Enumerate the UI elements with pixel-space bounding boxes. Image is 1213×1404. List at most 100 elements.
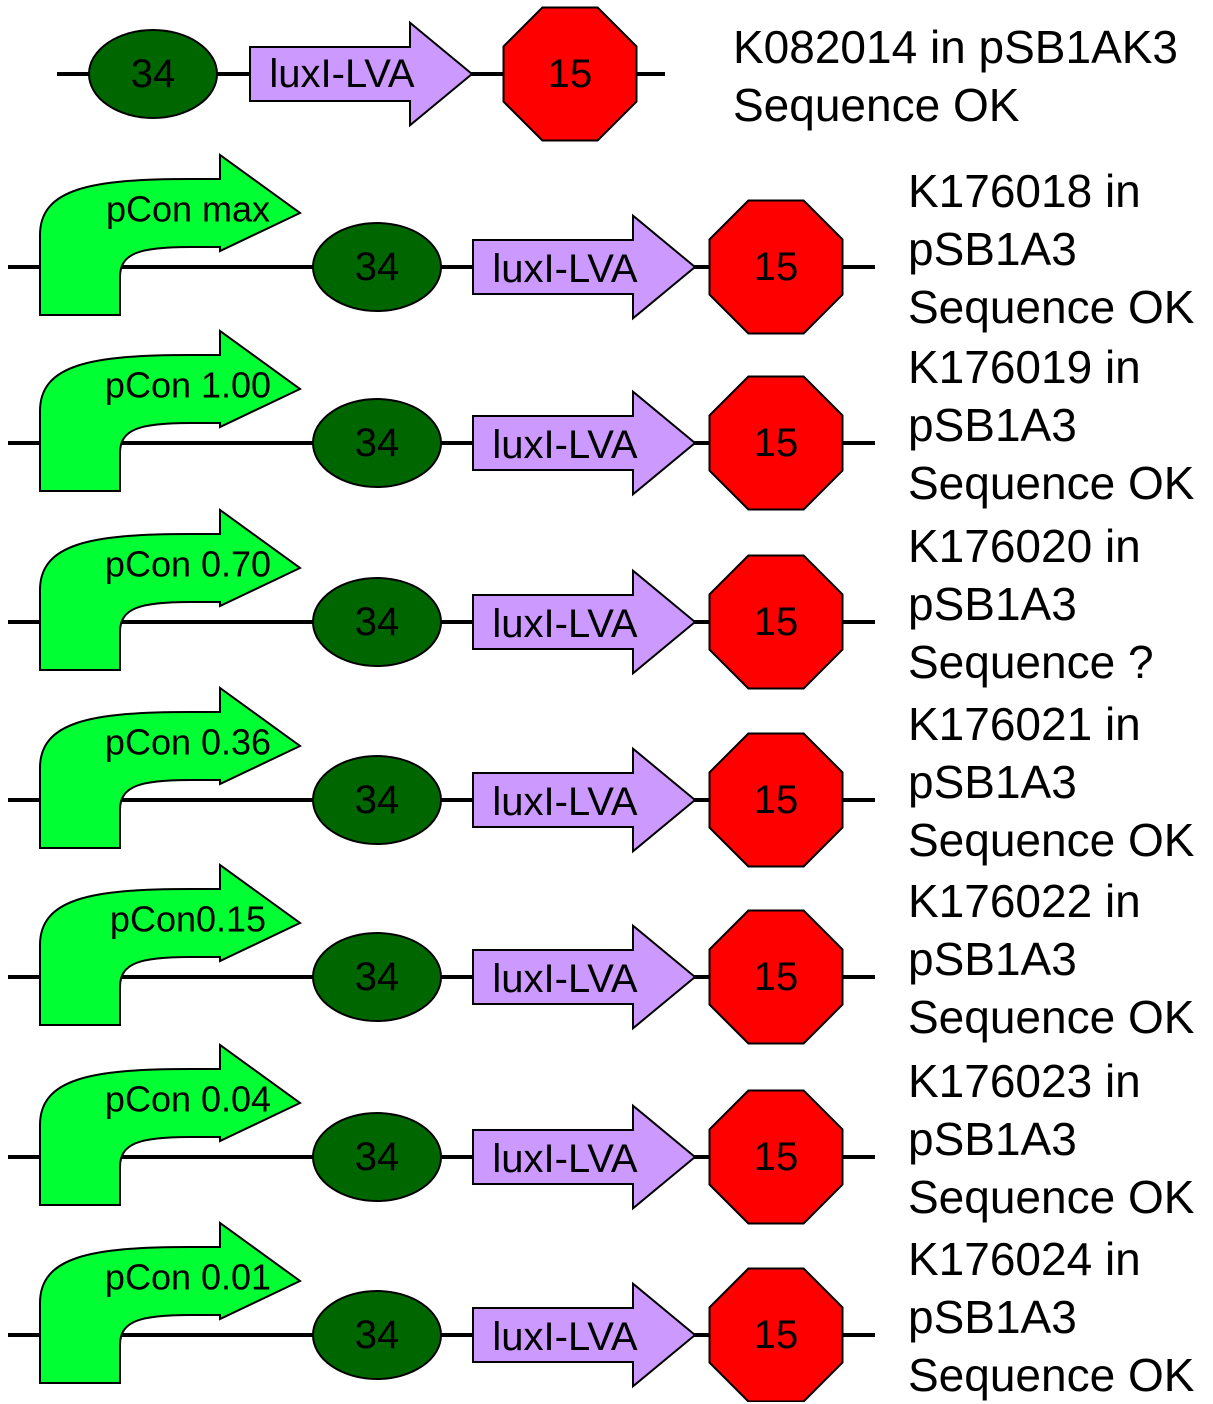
construct-label-line: K176024 in	[908, 1233, 1141, 1285]
construct-label-line: K176023 in	[908, 1055, 1141, 1107]
promoter-label: pCon 0.36	[105, 722, 271, 763]
gene-arrow	[472, 213, 697, 321]
gene-label: luxI-LVA	[492, 423, 638, 467]
gene-label: luxI-LVA	[492, 780, 638, 824]
top-construct-label-line: K082014 in pSB1AK3	[733, 21, 1179, 73]
rbs-label: 34	[355, 245, 400, 289]
promoter-label: pCon 1.00	[105, 365, 271, 406]
terminator-label: 15	[754, 600, 799, 644]
construct-label-line: pSB1A3	[908, 223, 1077, 275]
terminator-label: 15	[754, 955, 799, 999]
gene-label: luxI-LVA	[492, 1315, 638, 1359]
gene-arrow	[472, 389, 697, 497]
construct-label-line: K176022 in	[908, 875, 1141, 927]
terminator-label: 15	[754, 421, 799, 465]
construct-label-line: Sequence OK	[908, 814, 1195, 866]
rbs-symbol	[312, 1112, 442, 1202]
construct-label-line: Sequence ?	[908, 636, 1154, 688]
terminator-symbol	[708, 732, 844, 868]
promoter-arrow	[39, 686, 302, 849]
promoter-arrow	[39, 1221, 302, 1384]
promoter-label: pCon 0.70	[105, 544, 271, 585]
construct-row: pCon0.15 34 luxI-LVA 15	[8, 863, 875, 1045]
construct-label-line: pSB1A3	[908, 399, 1077, 451]
construct-label-line: K176021 in	[908, 698, 1141, 750]
gene-label: luxI-LVA	[492, 247, 638, 291]
gene-arrow	[472, 1103, 697, 1211]
construct-label-line: K176018 in	[908, 165, 1141, 217]
construct-row: pCon 1.00 34 luxI-LVA 15	[8, 329, 875, 511]
promoter-arrow	[39, 508, 302, 671]
rbs-symbol	[312, 1290, 442, 1380]
gene-label: luxI-LVA	[492, 957, 638, 1001]
rbs-label: 34	[355, 1313, 400, 1357]
rbs-label: 34	[355, 600, 400, 644]
terminator-label: 15	[754, 245, 799, 289]
gene-arrow	[472, 568, 697, 676]
gene-arrow	[249, 20, 474, 128]
gene-arrow	[472, 746, 697, 854]
construct-label-line: Sequence OK	[908, 991, 1195, 1043]
construct-label-line: K176019 in	[908, 341, 1141, 393]
construct-label-line: Sequence OK	[908, 1171, 1195, 1223]
promoter-label: pCon0.15	[110, 899, 266, 940]
terminator-label: 15	[548, 52, 593, 96]
terminator-label: 15	[754, 1313, 799, 1357]
terminator-symbol	[708, 1089, 844, 1225]
rbs-symbol	[312, 577, 442, 667]
gene-arrow	[472, 923, 697, 1031]
construct-label-line: Sequence OK	[908, 281, 1195, 333]
construct-label-line: Sequence OK	[908, 457, 1195, 509]
promoter-label: pCon max	[106, 189, 270, 230]
construct-row: pCon 0.01 34 luxI-LVA 15	[8, 1221, 875, 1402]
terminator-symbol	[502, 6, 638, 142]
rbs-label: 34	[355, 421, 400, 465]
promoter-arrow	[39, 1043, 302, 1206]
rbs-symbol	[312, 932, 442, 1022]
construct-label-line: pSB1A3	[908, 933, 1077, 985]
construct-label-line: pSB1A3	[908, 578, 1077, 630]
terminator-symbol	[708, 199, 844, 335]
gene-label: luxI-LVA	[492, 602, 638, 646]
gene-label: luxI-LVA	[492, 1137, 638, 1181]
gene-arrow	[472, 1281, 697, 1389]
promoter-label: pCon 0.04	[105, 1079, 271, 1120]
construct-label-line: K176020 in	[908, 520, 1141, 572]
construct-label-line: pSB1A3	[908, 756, 1077, 808]
promoter-arrow	[39, 863, 302, 1026]
construct-label-line: pSB1A3	[908, 1291, 1077, 1343]
rbs-symbol	[88, 29, 218, 119]
top-construct-label-line: Sequence OK	[733, 79, 1020, 131]
rbs-label: 34	[355, 1135, 400, 1179]
rbs-symbol	[312, 398, 442, 488]
construct-row: pCon 0.70 34 luxI-LVA 15	[8, 508, 875, 690]
rbs-symbol	[312, 222, 442, 312]
promoter-arrow	[39, 153, 302, 316]
rbs-symbol	[312, 755, 442, 845]
construct-label-line: Sequence OK	[908, 1349, 1195, 1401]
construct-label-line: pSB1A3	[908, 1113, 1077, 1165]
rbs-label: 34	[355, 778, 400, 822]
promoter-label: pCon 0.01	[105, 1257, 271, 1298]
promoter-arrow	[39, 329, 302, 492]
rbs-label: 34	[131, 52, 176, 96]
terminator-symbol	[708, 554, 844, 690]
terminator-symbol	[708, 909, 844, 1045]
rbs-label: 34	[355, 955, 400, 999]
construct-row: pCon max 34 luxI-LVA 15	[8, 153, 875, 335]
construct-row: pCon 0.36 34 luxI-LVA 15	[8, 686, 875, 868]
terminator-label: 15	[754, 778, 799, 822]
terminator-symbol	[708, 375, 844, 511]
